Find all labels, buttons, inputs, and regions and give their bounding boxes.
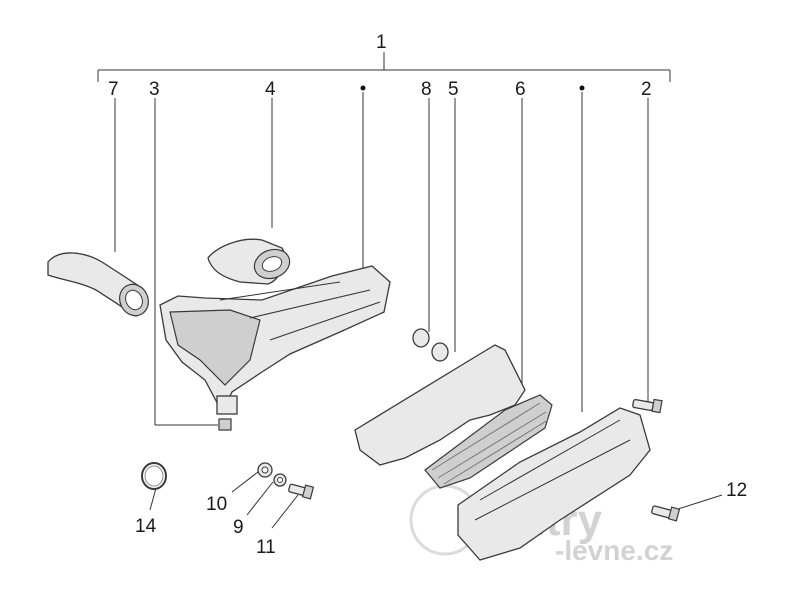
- spring-washer-part: [273, 473, 287, 487]
- filter-element-part: [424, 394, 553, 489]
- intake-duct-part: [207, 238, 291, 285]
- cover-screw-part: [651, 505, 681, 522]
- clip-part: [218, 418, 232, 431]
- connector-part: [412, 328, 449, 362]
- assembly-bracket: [97, 52, 671, 82]
- callout-2: 2: [641, 79, 652, 100]
- marker-dot: [579, 85, 585, 91]
- callout-8: 8: [421, 79, 432, 100]
- callouts: 1 7 3 4 8 5 6 2 10 9 11 14 12: [108, 32, 747, 558]
- callout-9: 9: [233, 517, 244, 538]
- mounting-tab: [216, 395, 238, 415]
- airbox-cover-part: [457, 407, 651, 561]
- gasket-part: [354, 344, 526, 466]
- callout-6: 6: [515, 79, 526, 100]
- intake-pipe-part: [47, 252, 149, 317]
- callout-11: 11: [256, 537, 276, 558]
- washer-part: [257, 462, 273, 478]
- callout-10: 10: [206, 494, 227, 515]
- callout-1: 1: [376, 32, 387, 53]
- airbox-housing-part: [159, 265, 391, 415]
- callout-3: 3: [149, 79, 160, 100]
- callout-5: 5: [448, 79, 459, 100]
- ring-clamp-part: [141, 462, 167, 490]
- marker-dot: [360, 85, 366, 91]
- callout-7: 7: [108, 79, 119, 100]
- callout-12: 12: [726, 480, 747, 501]
- callout-4: 4: [265, 79, 276, 100]
- callout-14: 14: [135, 516, 157, 537]
- bolt-part: [288, 483, 315, 500]
- screw-part: [632, 398, 663, 414]
- watermark-sub: -levne.cz: [555, 535, 673, 566]
